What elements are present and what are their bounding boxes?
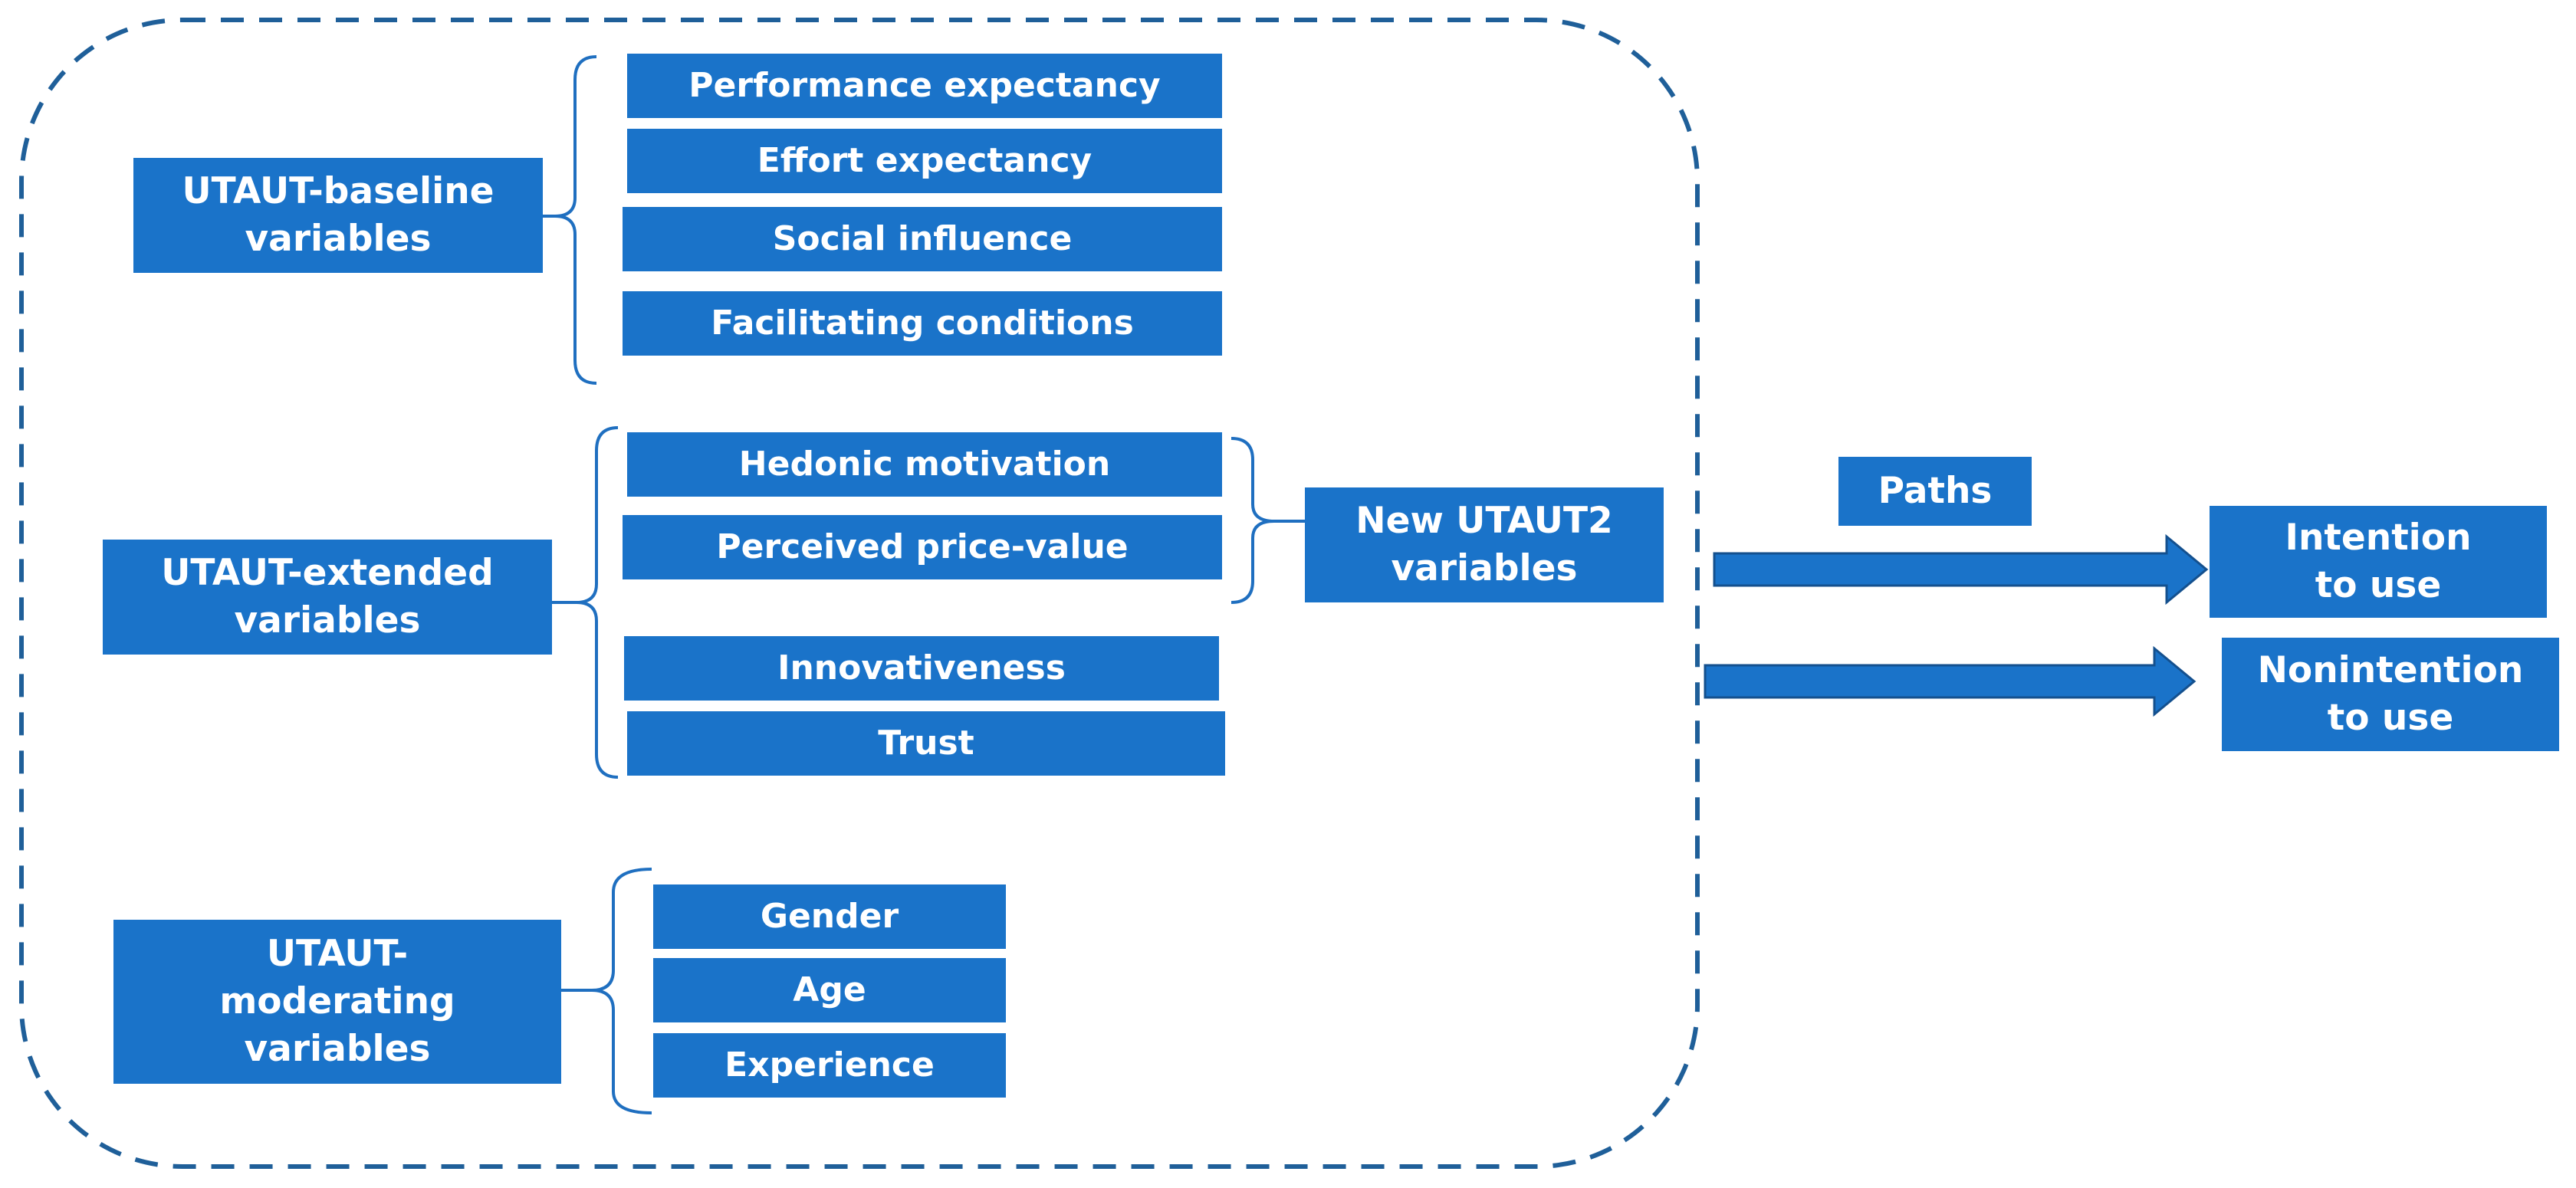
baseline-bracket <box>554 55 597 385</box>
performance-expectancy-box: Performance expectancy <box>627 54 1222 118</box>
utaut-extended-variables-box: UTAUT-extended variables <box>103 540 552 655</box>
social-influence-box: Social influence <box>623 207 1222 271</box>
new-utaut2-variables-box: New UTAUT2 variables <box>1305 487 1664 602</box>
intention-to-use-box: Intention to use <box>2210 506 2547 618</box>
effort-expectancy-box: Effort expectancy <box>627 129 1222 193</box>
perceived-price-value-box: Perceived price-value <box>623 515 1222 579</box>
hedonic-motivation-box: Hedonic motivation <box>627 432 1222 497</box>
nonintention-arrow <box>1704 645 2196 717</box>
paths-label-box: Paths <box>1838 457 2032 526</box>
gender-box: Gender <box>653 884 1006 949</box>
trust-box: Trust <box>627 711 1225 776</box>
innovativeness-box: Innovativeness <box>624 636 1219 701</box>
age-box: Age <box>653 958 1006 1022</box>
experience-box: Experience <box>653 1033 1006 1098</box>
moderating-bracket <box>591 868 652 1114</box>
extended-bracket <box>576 426 619 779</box>
utaut-moderating-variables-box: UTAUT- moderating variables <box>113 920 561 1084</box>
utaut-baseline-variables-box: UTAUT-baseline variables <box>133 158 543 273</box>
facilitating-conditions-box: Facilitating conditions <box>623 291 1222 356</box>
new-utaut2-bracket <box>1230 437 1275 604</box>
nonintention-to-use-box: Nonintention to use <box>2222 638 2559 751</box>
intention-arrow <box>1713 533 2209 605</box>
